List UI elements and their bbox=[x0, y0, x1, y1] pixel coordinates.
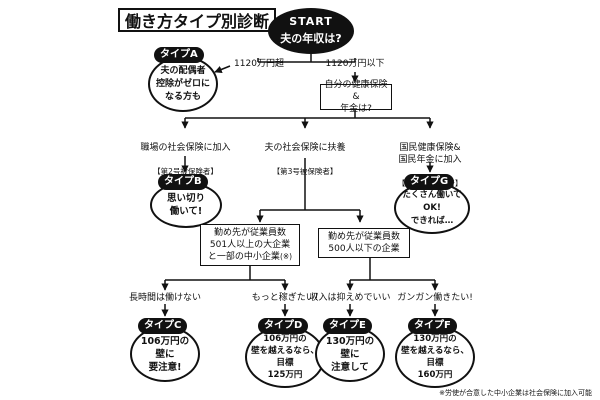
type-e-node: 130万円の 壁に 注意して bbox=[315, 326, 385, 382]
type-g-text: たくさん働いて OK! できれば… bbox=[402, 189, 462, 226]
type-d-tag: タイプD bbox=[258, 318, 309, 334]
type-f-node: 130万円の 壁を越えるなら、 目標 160万円 bbox=[395, 326, 475, 388]
income-low-label: 1120万円以下 bbox=[325, 59, 385, 69]
branch-workplace-line1: 職場の社会保険に加入 bbox=[140, 143, 231, 153]
employer-large-text: 勤め先が従業員数 501人以上の大企業 と一部の中小企業 bbox=[207, 228, 291, 262]
type-b-text: 思い切り 働いて! bbox=[166, 193, 205, 217]
type-d-text: 106万円の 壁を越えるなら、 目標 125万円 bbox=[251, 334, 319, 380]
type-e-tag: タイプE bbox=[323, 318, 372, 334]
type-e-text: 130万円の 壁に 注意して bbox=[325, 335, 375, 373]
type-a-text: 夫の配偶者 控除がゼロに なる方も bbox=[155, 65, 210, 102]
branch-national-line1: 国民健康保険& 国民年金に加入 bbox=[398, 143, 462, 165]
own-insurance-question: 自分の健康保険& 年金は? bbox=[320, 80, 392, 114]
page-title: 働き方タイプ別診断 bbox=[118, 8, 276, 32]
income-high-label: 1120万円超 bbox=[234, 59, 284, 69]
type-a-node: 夫の配偶者 控除がゼロに なる方も bbox=[148, 56, 218, 112]
type-b-tag: タイプB bbox=[158, 174, 208, 190]
type-f-text: 130万円の 壁を越えるなら、 目標 160万円 bbox=[401, 334, 469, 380]
pref-c: 長時間は働けない bbox=[128, 293, 201, 303]
start-label: START bbox=[289, 15, 333, 28]
employer-large-mark: (※) bbox=[279, 252, 293, 261]
type-d-node: 106万円の 壁を越えるなら、 目標 125万円 bbox=[245, 326, 325, 388]
start-question: 夫の年収は? bbox=[280, 32, 342, 45]
pref-f: ガンガン働きたい! bbox=[397, 293, 473, 303]
branch-dependent-line1: 夫の社会保険に扶養 bbox=[264, 143, 346, 153]
type-c-tag: タイプC bbox=[138, 318, 188, 334]
type-f-tag: タイプF bbox=[408, 318, 457, 334]
employer-large: 勤め先が従業員数 501人以上の大企業 と一部の中小企業(※) bbox=[200, 224, 300, 266]
branch-dependent: 夫の社会保険に扶養 【第3号被保険者】 bbox=[255, 130, 355, 190]
type-g-tag: タイプG bbox=[404, 174, 455, 190]
employer-small: 勤め先が従業員数 500人以下の企業 bbox=[318, 228, 410, 258]
type-c-text: 106万円の 壁に 要注意! bbox=[140, 335, 190, 373]
footnote: ※労使が合意した中小企業は社会保険に加入可能 bbox=[439, 389, 592, 397]
type-a-tag: タイプA bbox=[154, 47, 204, 63]
branch-workplace: 職場の社会保険に加入 【第2号被保険者】 bbox=[128, 130, 243, 190]
pref-d: もっと稼ぎたい! bbox=[251, 293, 319, 303]
type-b-node: 思い切り 働いて! bbox=[150, 182, 222, 228]
start-node: START 夫の年収は? bbox=[268, 8, 354, 54]
type-c-node: 106万円の 壁に 要注意! bbox=[130, 326, 200, 382]
pref-e: 収入は抑えめでいい bbox=[309, 293, 391, 303]
branch-dependent-line2: 【第3号被保険者】 bbox=[272, 167, 338, 176]
branch-workplace-line2: 【第2号被保険者】 bbox=[153, 167, 218, 176]
